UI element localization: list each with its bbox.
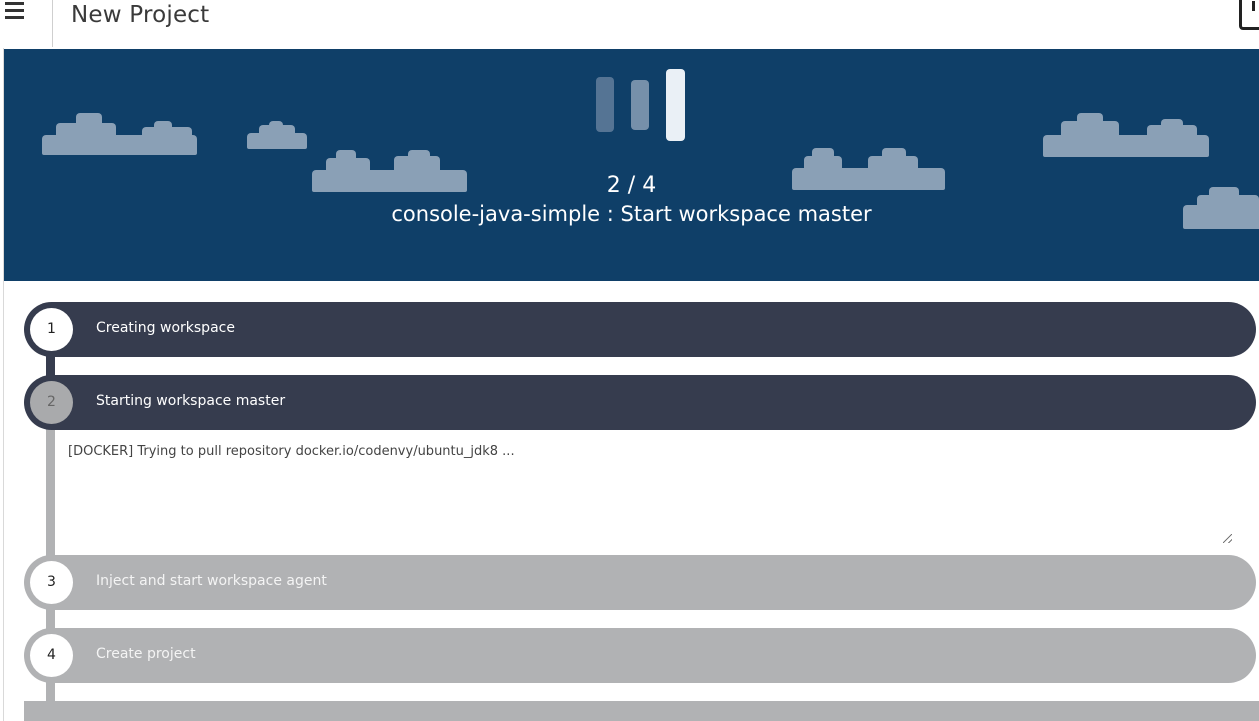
loader-bar xyxy=(666,69,685,141)
step-counter: 2 / 4 xyxy=(606,173,657,198)
step-label: Inject and start workspace agent xyxy=(96,573,327,589)
step-number: 4 xyxy=(30,634,73,677)
timeline-connector xyxy=(46,428,55,556)
timeline-connector xyxy=(46,608,55,630)
resize-handle-icon[interactable] xyxy=(1223,534,1232,543)
step-number: 1 xyxy=(30,308,73,351)
step-inject-agent[interactable]: 3 Inject and start workspace agent xyxy=(24,555,1256,610)
bottom-action-bar xyxy=(24,701,1259,721)
step-number: 2 xyxy=(30,381,73,424)
toolbar: New Project xyxy=(0,0,1259,48)
page-title: New Project xyxy=(71,2,210,28)
step-number: 3 xyxy=(30,561,73,604)
left-rule xyxy=(0,48,4,721)
step-log-output[interactable]: [DOCKER] Trying to pull repository docke… xyxy=(55,430,1234,545)
step-label: Create project xyxy=(96,646,196,662)
window-icon[interactable] xyxy=(1239,0,1259,30)
step-create-project[interactable]: 4 Create project xyxy=(24,628,1256,683)
step-label: Creating workspace xyxy=(96,320,235,336)
timeline-connector xyxy=(46,355,55,377)
hamburger-menu-icon[interactable] xyxy=(0,0,53,47)
step-creating-workspace[interactable]: 1 Creating workspace xyxy=(24,302,1256,357)
loader-bar xyxy=(596,77,614,132)
progress-banner: 2 / 4 console-java-simple : Start worksp… xyxy=(4,49,1259,281)
step-starting-workspace-master[interactable]: 2 Starting workspace master xyxy=(24,375,1256,430)
step-label: Starting workspace master xyxy=(96,393,286,409)
timeline-connector xyxy=(46,681,55,703)
log-line: [DOCKER] Trying to pull repository docke… xyxy=(68,444,515,459)
current-step-title: console-java-simple : Start workspace ma… xyxy=(391,202,872,226)
loader-bar xyxy=(631,80,649,130)
